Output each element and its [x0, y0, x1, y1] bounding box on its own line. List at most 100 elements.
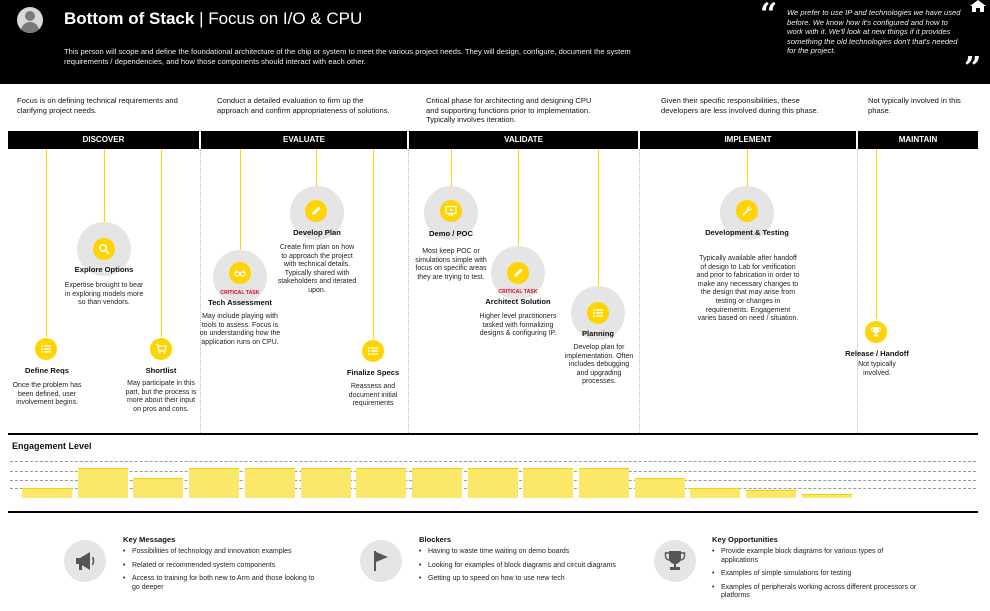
timeline-line: [240, 149, 241, 261]
phase-intro-evaluate: Conduct a detailed evaluation to firm up…: [217, 96, 390, 115]
phase-intro-maintain: Not typically involved in this phase.: [868, 96, 961, 115]
timeline-line: [161, 149, 162, 337]
step-title-develop-plan: Develop Plan: [293, 228, 341, 237]
critical-task-badge: CRITICAL TASK: [498, 289, 538, 295]
engagement-bar: [356, 468, 406, 498]
avatar: [17, 7, 43, 33]
phase-discover: DISCOVER: [8, 131, 199, 149]
phase-divider: [639, 149, 640, 433]
engagement-gridline: [10, 461, 976, 462]
persona-description: This person will scope and define the fo…: [64, 47, 631, 66]
step-desc-explore-options: Expertise brought to bear in exploring m…: [64, 282, 144, 307]
list-icon: [362, 340, 384, 362]
list-item: Examples of peripherals working across d…: [712, 584, 922, 601]
phase-evaluate: EVALUATE: [201, 131, 407, 149]
timeline-line: [598, 149, 599, 299]
step-desc-develop-plan: Create firm plan on how to approach the …: [277, 244, 357, 294]
list-item: Having to waste time waiting on demo boa…: [419, 548, 619, 557]
timeline-line: [46, 149, 47, 337]
engagement-bar: [301, 468, 351, 498]
step-desc-release-handoff: Not typically involved.: [858, 361, 896, 377]
engagement-bar: [802, 494, 852, 498]
engagement-label: Engagement Level: [12, 441, 92, 451]
close-quote-icon: ”: [964, 51, 982, 86]
engagement-bar: [746, 490, 796, 498]
timeline-line: [876, 149, 877, 319]
engagement-bar: [690, 488, 740, 498]
step-desc-architect-solution: Higher level practitioners tasked with f…: [479, 313, 557, 338]
key-messages-title: Key Messages: [123, 535, 176, 544]
list-item: Provide example block diagrams for vario…: [712, 548, 922, 565]
engagement-bar: [635, 478, 685, 498]
timeline-line: [104, 149, 105, 237]
step-title-release-handoff: Release / Handoff: [845, 349, 909, 358]
glasses-icon: [229, 262, 251, 284]
step-desc-shortlist: May participate in this part, but the pr…: [125, 380, 197, 413]
timeline-line: [518, 149, 519, 259]
engagement-bar: [78, 468, 128, 498]
title-sub: Focus on I/O & CPU: [208, 9, 363, 28]
step-desc-development-testing: Typically available after handoff of des…: [696, 255, 800, 323]
key-opportunities-title: Key Opportunities: [712, 535, 778, 544]
cart-icon: [150, 338, 172, 360]
list-item: Examples of simple simulations for testi…: [712, 570, 922, 579]
step-title-explore-options: Explore Options: [74, 265, 134, 274]
step-title-architect-solution: Architect Solution: [485, 297, 551, 306]
key-opportunities-list: Provide example block diagrams for vario…: [712, 548, 922, 606]
critical-task-badge: CRITICAL TASK: [220, 290, 260, 296]
step-desc-planning: Develop plan for implementation. Often i…: [564, 344, 634, 386]
list-item: Looking for examples of block diagrams a…: [419, 562, 619, 571]
list-icon: [35, 338, 57, 360]
step-title-development-testing: Development & Testing: [705, 228, 789, 237]
step-title-finalize-specs: Finalize Specs: [346, 368, 400, 377]
step-title-shortlist: Shortlist: [145, 366, 177, 375]
engagement-bar: [133, 478, 183, 498]
timeline-line: [373, 149, 374, 339]
blockers-list: Having to waste time waiting on demo boa…: [419, 548, 619, 589]
engagement-bottom-rule: [8, 511, 978, 513]
engagement-bar: [189, 468, 239, 498]
page-title: Bottom of Stack | Focus on I/O & CPU: [64, 9, 362, 29]
title-main: Bottom of Stack: [64, 9, 195, 28]
phase-intro-validate: Critical phase for architecting and desi…: [426, 96, 592, 125]
engagement-bar: [245, 468, 295, 498]
pencil-icon: [305, 200, 327, 222]
phase-intro-discover: Focus is on defining technical requireme…: [17, 96, 178, 115]
persona-header: Bottom of Stack | Focus on I/O & CPU Thi…: [0, 0, 990, 84]
engagement-top-rule: [8, 433, 978, 435]
phase-divider: [408, 149, 409, 433]
phase-intro-implement: Given their specific responsibilities, t…: [661, 96, 819, 115]
home-icon[interactable]: [970, 0, 986, 12]
persona-quote: We prefer to use IP and technologies we …: [787, 8, 961, 55]
step-title-demo-poc: Demo / POC: [429, 229, 473, 238]
step-title-tech-assessment: Tech Assessment: [208, 298, 272, 307]
step-title-define-reqs: Define Reqs: [25, 366, 69, 375]
trophy-icon: [654, 540, 696, 582]
flag-icon: [360, 540, 402, 582]
megaphone-icon: [64, 540, 106, 582]
presentation-icon: [440, 200, 462, 222]
engagement-bar: [412, 468, 462, 498]
engagement-bar: [523, 468, 573, 498]
phase-implement: IMPLEMENT: [640, 131, 856, 149]
list-item: Getting up to speed on how to use new te…: [419, 575, 619, 584]
engagement-bar: [22, 488, 72, 498]
list-icon: [587, 302, 609, 324]
step-title-planning: Planning: [581, 329, 615, 338]
search-icon: [93, 238, 115, 260]
step-desc-tech-assessment: May include playing with tools to assess…: [199, 313, 281, 346]
list-item: Possibilities of technology and innovati…: [123, 548, 323, 557]
step-desc-finalize-specs: Reassess and document initial requiremen…: [348, 383, 398, 408]
list-item: Access to training for both new to Arm a…: [123, 575, 323, 592]
trophy-icon: [865, 321, 887, 343]
list-item: Related or recommended system components: [123, 562, 323, 571]
timeline-line: [451, 149, 452, 199]
phase-maintain: MAINTAIN: [858, 131, 978, 149]
step-desc-define-reqs: Once the problem has been defined, user …: [12, 382, 82, 407]
step-desc-demo-poc: Most keep POC or simulations simple with…: [415, 248, 487, 281]
pencil-icon: [507, 262, 529, 284]
engagement-bar: [579, 468, 629, 498]
blockers-title: Blockers: [419, 535, 452, 544]
timeline-line: [316, 149, 317, 199]
open-quote-icon: “: [760, 0, 778, 32]
